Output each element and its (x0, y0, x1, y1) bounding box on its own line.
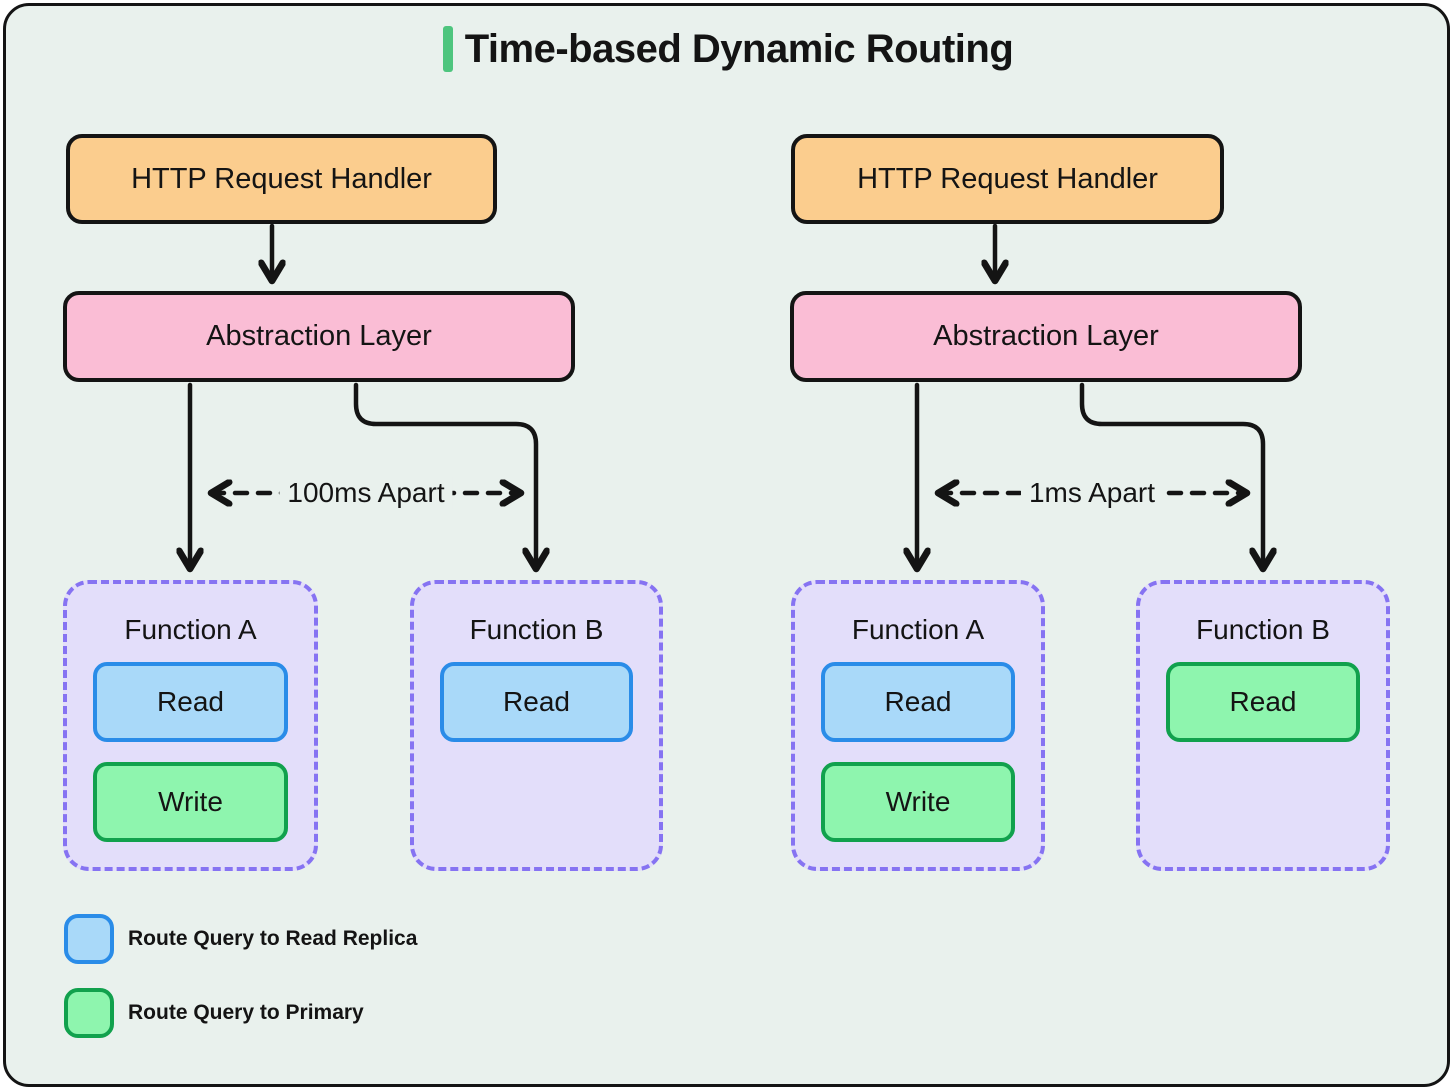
function-a-left-write-label: Write (158, 786, 223, 817)
function-b-left-read-label: Read (503, 686, 570, 717)
timing-label-left: 100ms Apart (279, 477, 453, 509)
function-b-right-read-label: Read (1229, 686, 1297, 717)
function-a-left-read-label: Read (157, 686, 224, 717)
function-a-left: Function A Read Write (63, 580, 318, 871)
function-b-right-read-box: Read (1166, 662, 1360, 742)
http-request-handler-left: HTTP Request Handler (66, 134, 497, 224)
legend-read-replica-label: Route Query to Read Replica (128, 927, 418, 950)
function-a-left-write-box: Write (93, 762, 288, 842)
title-row: Time-based Dynamic Routing (0, 26, 1456, 72)
read-replica-swatch-icon (64, 914, 114, 964)
function-a-left-read-box: Read (93, 662, 288, 742)
function-a-right: Function A Read Write (791, 580, 1045, 871)
function-b-right: Function B Read (1136, 580, 1390, 871)
abstraction-layer-left: Abstraction Layer (63, 291, 575, 382)
abstraction-layer-left-label: Abstraction Layer (206, 320, 432, 352)
function-b-left-label: Function B (469, 614, 604, 645)
function-a-right-read-box: Read (821, 662, 1015, 742)
function-a-right-write-box: Write (821, 762, 1015, 842)
timing-label-right: 1ms Apart (1020, 477, 1164, 509)
abstraction-layer-right-label: Abstraction Layer (933, 320, 1159, 352)
legend-item-primary: Route Query to Primary (64, 988, 364, 1038)
function-a-left-label: Function A (124, 614, 257, 645)
function-a-right-write-label: Write (885, 786, 951, 817)
http-request-handler-left-label: HTTP Request Handler (131, 162, 432, 195)
legend-primary-label: Route Query to Primary (128, 1001, 364, 1024)
title-accent-bar (442, 26, 453, 72)
abstraction-layer-right: Abstraction Layer (790, 291, 1302, 382)
http-request-handler-right: HTTP Request Handler (791, 134, 1224, 224)
primary-swatch-icon (64, 988, 114, 1038)
http-request-handler-right-label: HTTP Request Handler (857, 162, 1158, 195)
function-b-left-read-box: Read (440, 662, 633, 742)
page-title: Time-based Dynamic Routing (464, 26, 1014, 71)
function-b-left: Function B Read (410, 580, 663, 871)
legend-item-read-replica: Route Query to Read Replica (64, 914, 417, 964)
function-a-right-label: Function A (851, 614, 985, 645)
function-a-right-read-label: Read (884, 686, 952, 717)
function-b-right-label: Function B (1196, 614, 1330, 645)
